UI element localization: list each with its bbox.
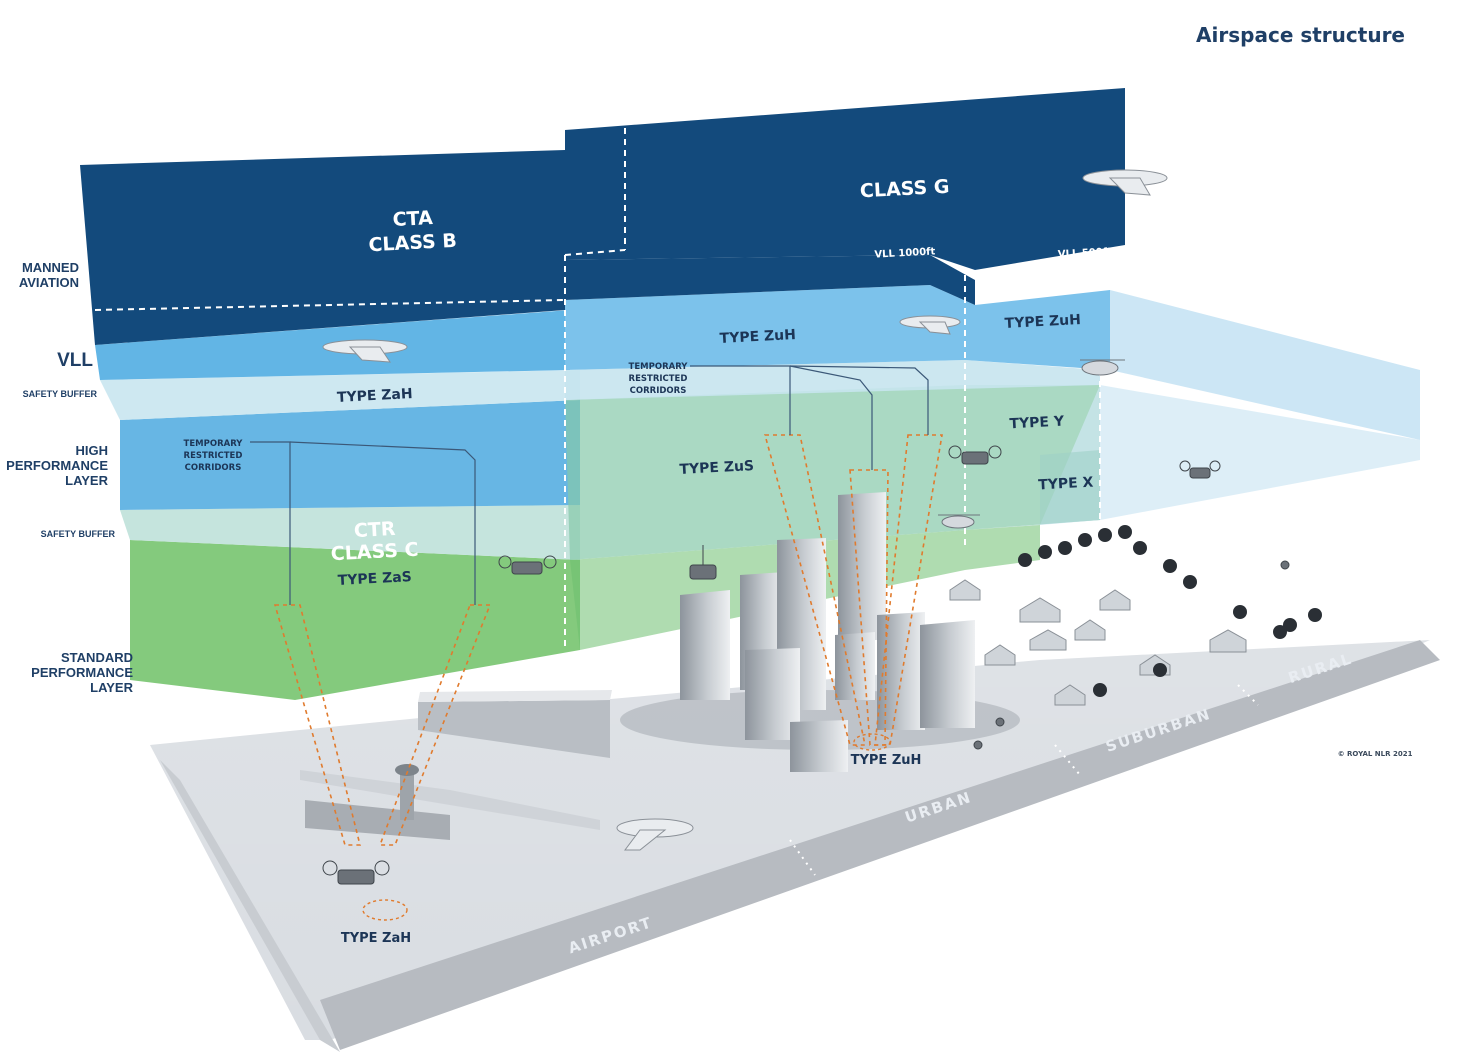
corridor-callout-text: TEMPORARY <box>184 439 244 449</box>
dashed-dividers <box>94 128 1101 650</box>
zone-zus-label: TYPE ZuS <box>679 458 754 478</box>
corridor-callout-text: CORRIDORS <box>630 386 687 396</box>
ctr-class-label: CLASS C <box>330 539 419 566</box>
airport-hangar <box>418 690 612 758</box>
corridor-callout-text: RESTRICTED <box>184 451 243 461</box>
high-performance-label: LAYER <box>65 473 108 488</box>
airliner-icon <box>616 818 694 851</box>
drone-icon <box>973 560 1290 750</box>
zone-separators <box>789 684 1259 876</box>
cta-label: CTA <box>392 207 434 231</box>
left-wall <box>80 150 580 700</box>
side-labels: MANNED AVIATION VLL SAFETY BUFFER HIGH P… <box>6 260 133 695</box>
high-performance-label: PERFORMANCE <box>6 458 108 473</box>
airspace-class-labels: CTA CLASS B CLASS G VLL 1000ft VLL 500ft… <box>330 176 1112 589</box>
manned-aviation-label: MANNED <box>22 260 79 275</box>
zone-zah-ground-label: TYPE ZaH <box>341 931 411 946</box>
corridor-leaders <box>250 365 929 605</box>
class-g-label: CLASS G <box>859 176 950 203</box>
airliner-icon <box>899 315 961 335</box>
corridor-callout-text: RESTRICTED <box>629 374 688 384</box>
vertiport-pad-icon <box>362 733 891 921</box>
right-extension <box>965 290 1420 530</box>
ctr-type-label: TYPE ZaS <box>337 569 412 589</box>
cta-class-label: CLASS B <box>368 230 457 257</box>
high-performance-label: HIGH <box>76 443 109 458</box>
standard-performance-label: STANDARD <box>61 650 133 665</box>
standard-performance-label: PERFORMANCE <box>31 665 133 680</box>
airport-terminal <box>300 764 600 840</box>
drone-icon <box>498 555 557 575</box>
copyright-text: © ROYAL NLR 2021 <box>1338 750 1413 758</box>
zone-zuh-label: TYPE ZuH <box>719 327 796 347</box>
page-title: Airspace structure <box>1196 23 1405 47</box>
standard-performance-label: LAYER <box>90 680 133 695</box>
corridor-callout-text: CORRIDORS <box>185 463 242 473</box>
corridor-callout-text: TEMPORARY <box>629 362 689 372</box>
zone-zah-label: TYPE ZaH <box>337 386 413 406</box>
drone-icon <box>322 860 390 885</box>
zone-zuh-right-label: TYPE ZuH <box>1004 312 1081 332</box>
vll-label: VLL <box>57 350 93 371</box>
zone-zuh-ground-label: TYPE ZuH <box>851 753 922 768</box>
helicopter-icon <box>938 514 980 529</box>
drone-icon <box>1179 460 1221 479</box>
suburban-houses <box>949 579 1247 706</box>
trees <box>1018 525 1322 697</box>
helicopter-icon <box>1080 359 1125 376</box>
zone-type-y-label: TYPE Y <box>1009 414 1065 433</box>
corridor-callouts: TEMPORARY RESTRICTED CORRIDORS TEMPORARY… <box>184 362 689 473</box>
ctr-label: CTR <box>353 518 396 542</box>
vll-500-label: VLL 500ft <box>1058 247 1113 261</box>
urban-buildings <box>620 492 1020 772</box>
ground-road-strip <box>320 640 1440 1050</box>
airliner-icon <box>1082 169 1168 196</box>
airliner-icon <box>322 339 408 363</box>
zone-type-x-label: TYPE X <box>1038 475 1094 494</box>
safety-buffer-label: SAFETY BUFFER <box>41 529 116 539</box>
safety-buffer-label: SAFETY BUFFER <box>23 389 98 399</box>
vll-1000-label: VLL 1000ft <box>874 246 936 260</box>
manned-aviation-label: AVIATION <box>19 275 79 290</box>
drone-icon <box>948 445 1002 465</box>
drone-icon <box>689 545 717 580</box>
temporary-corridors <box>273 434 943 846</box>
zone-type-labels: TYPE ZaH TYPE ZuH TYPE ZuH TYPE ZuS TYPE… <box>337 312 1094 946</box>
